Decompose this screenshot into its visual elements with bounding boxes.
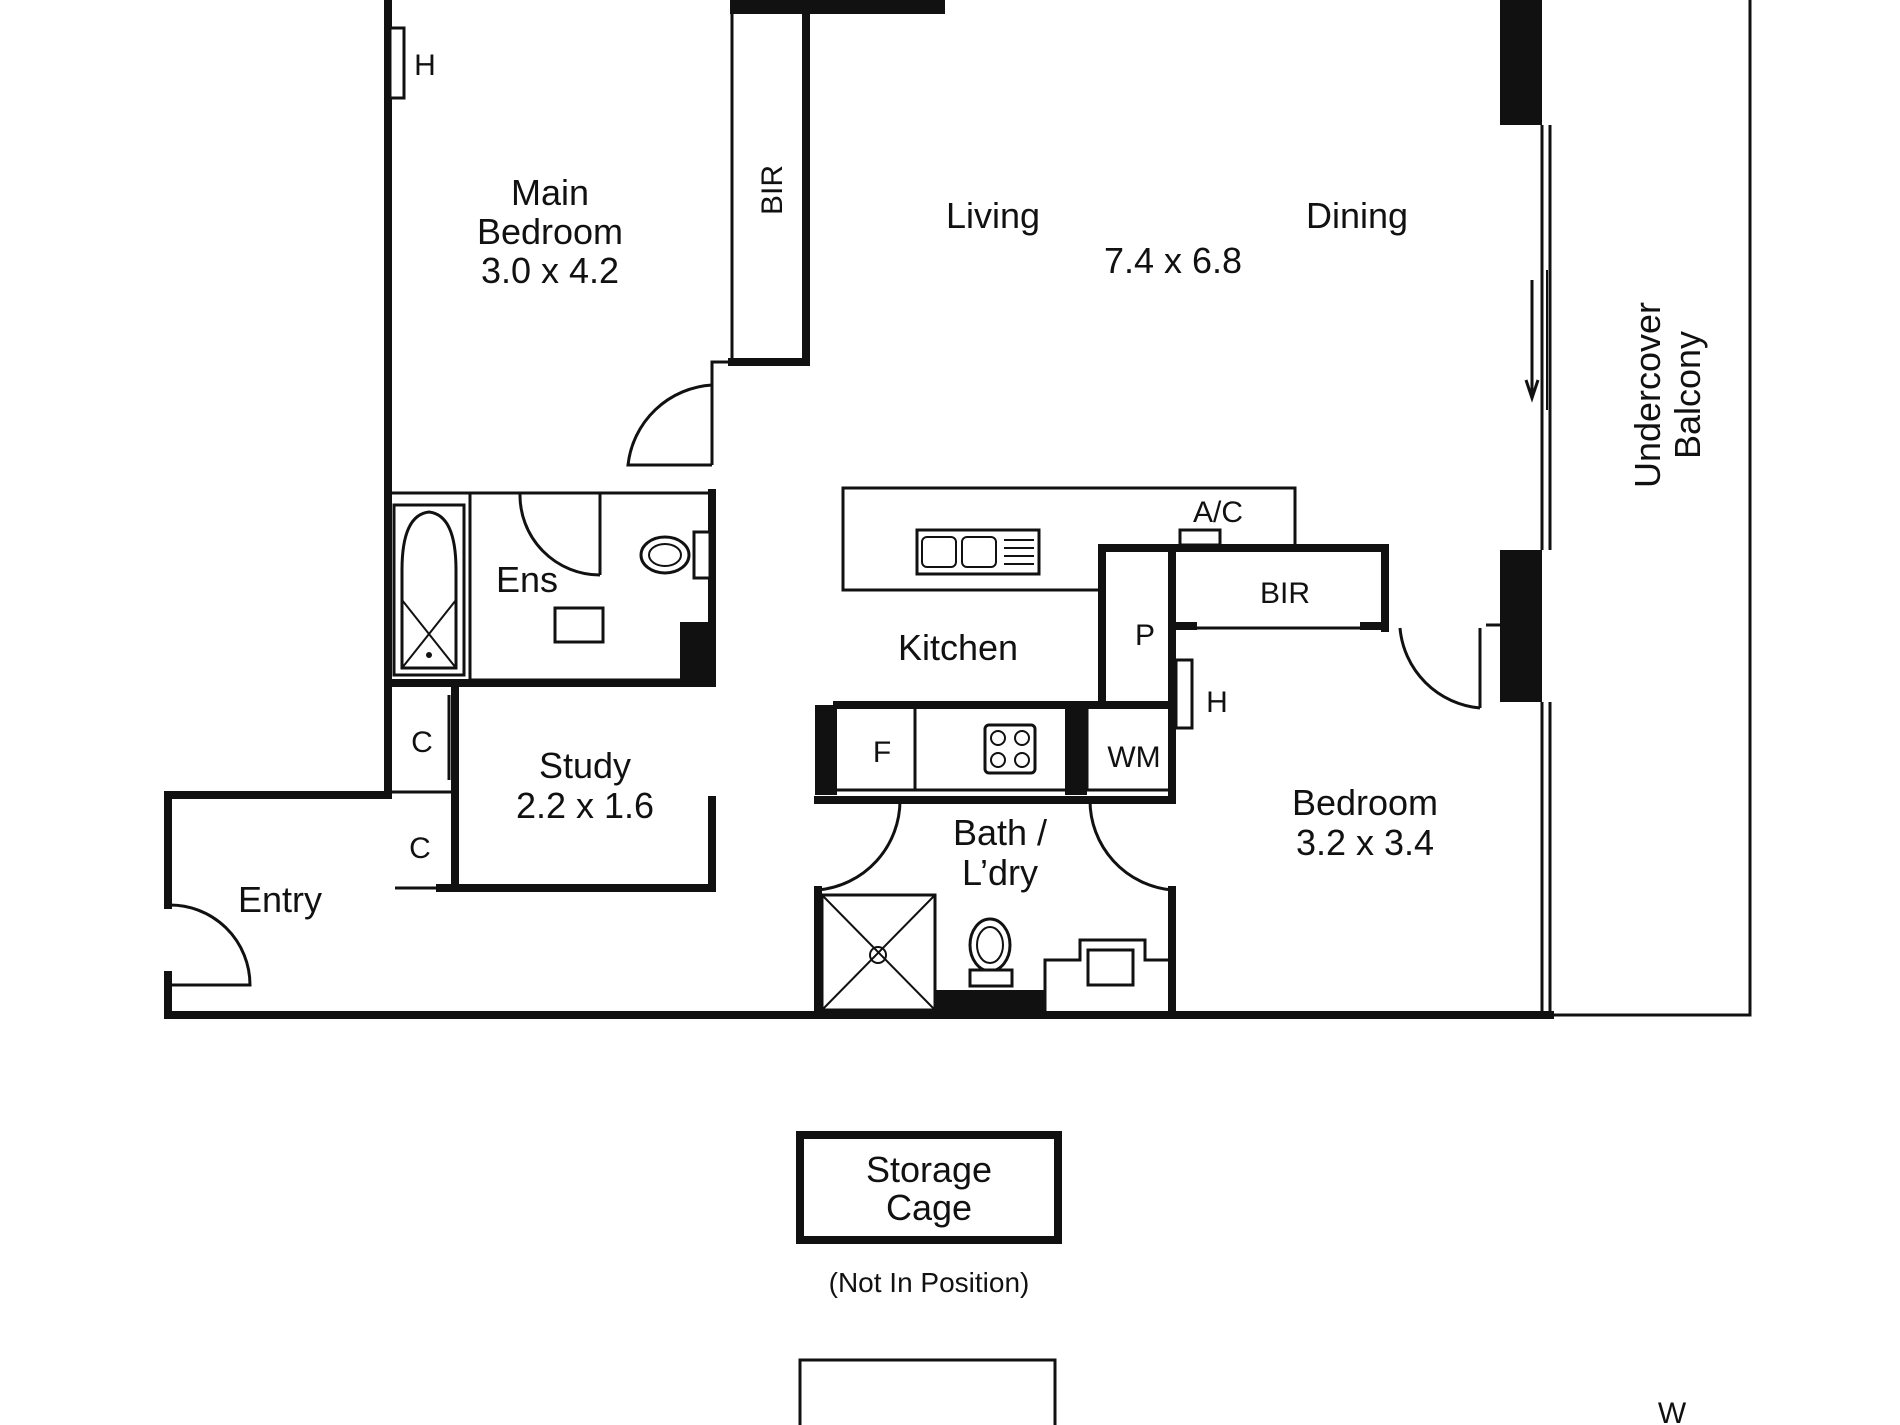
heater-bedroom-icon xyxy=(1174,658,1194,730)
toilet-bath-icon xyxy=(968,917,1014,988)
washing-machine-label: WM xyxy=(1107,741,1160,774)
compass-label: W xyxy=(1658,1397,1687,1425)
shower-icon xyxy=(820,893,937,1012)
heater-main-label: H xyxy=(414,49,436,82)
bathtub-icon xyxy=(392,503,466,677)
balcony-label-line1: Undercover xyxy=(1627,302,1668,488)
main-bedroom-name-line1: Main xyxy=(511,172,589,213)
main-bedroom-name-line2: Bedroom xyxy=(477,211,623,252)
kitchen-label: Kitchen xyxy=(898,627,1018,668)
storage-bottom-outline xyxy=(798,1358,1057,1425)
storage-cage-line1: Storage xyxy=(866,1149,992,1190)
pantry-bir-walls xyxy=(1098,544,1500,710)
fridge-label: F xyxy=(873,736,891,769)
ac-label: A/C xyxy=(1193,496,1243,529)
toilet-ensuite-icon xyxy=(639,530,712,580)
entry-door-icon xyxy=(167,903,252,987)
cupboard-2-label: C xyxy=(409,832,431,865)
balcony-outline xyxy=(1552,0,1752,1017)
dining-label: Dining xyxy=(1306,195,1408,236)
bath-laundry-label-line1: Bath / xyxy=(953,812,1047,853)
living-dining-dimensions: 7.4 x 6.8 xyxy=(1104,240,1242,281)
heater-main-icon xyxy=(388,26,406,100)
main-bir xyxy=(710,10,810,385)
study-label: Study xyxy=(539,745,631,786)
cupboard-1-label: C xyxy=(411,726,433,759)
storage-cage-line2: Cage xyxy=(886,1187,972,1228)
bir-bedroom-label: BIR xyxy=(1260,577,1310,610)
kitchen-bench xyxy=(841,486,1297,592)
ensuite-label: Ens xyxy=(496,559,558,600)
vanity-ensuite-icon xyxy=(553,606,605,644)
bath-laundry-walls xyxy=(814,796,1176,1019)
pantry-label: P xyxy=(1135,619,1155,652)
ensuite-walls xyxy=(384,383,716,687)
bir-main-label: BIR xyxy=(756,165,789,215)
bath-laundry-label-line2: L’dry xyxy=(962,852,1038,893)
living-label: Living xyxy=(946,195,1040,236)
vanity-bath-icon xyxy=(1043,938,1172,1015)
entry-label: Entry xyxy=(238,879,322,920)
storage-cage-outline xyxy=(796,1131,1062,1244)
bedroom-dimensions: 3.2 x 3.4 xyxy=(1296,822,1434,863)
study-dimensions: 2.2 x 1.6 xyxy=(516,785,654,826)
heater-bedroom-label: H xyxy=(1206,686,1228,719)
exterior-walls xyxy=(164,0,1554,1019)
study-walls xyxy=(388,679,716,892)
main-bedroom-dimensions: 3.0 x 4.2 xyxy=(481,250,619,291)
balcony-label-line2: Balcony xyxy=(1667,331,1708,459)
bedroom-label: Bedroom xyxy=(1292,782,1438,823)
kitchen-lower-cabinets xyxy=(815,701,1176,804)
cooktop-icon xyxy=(983,723,1037,775)
storage-cage-note: (Not In Position) xyxy=(829,1267,1030,1298)
